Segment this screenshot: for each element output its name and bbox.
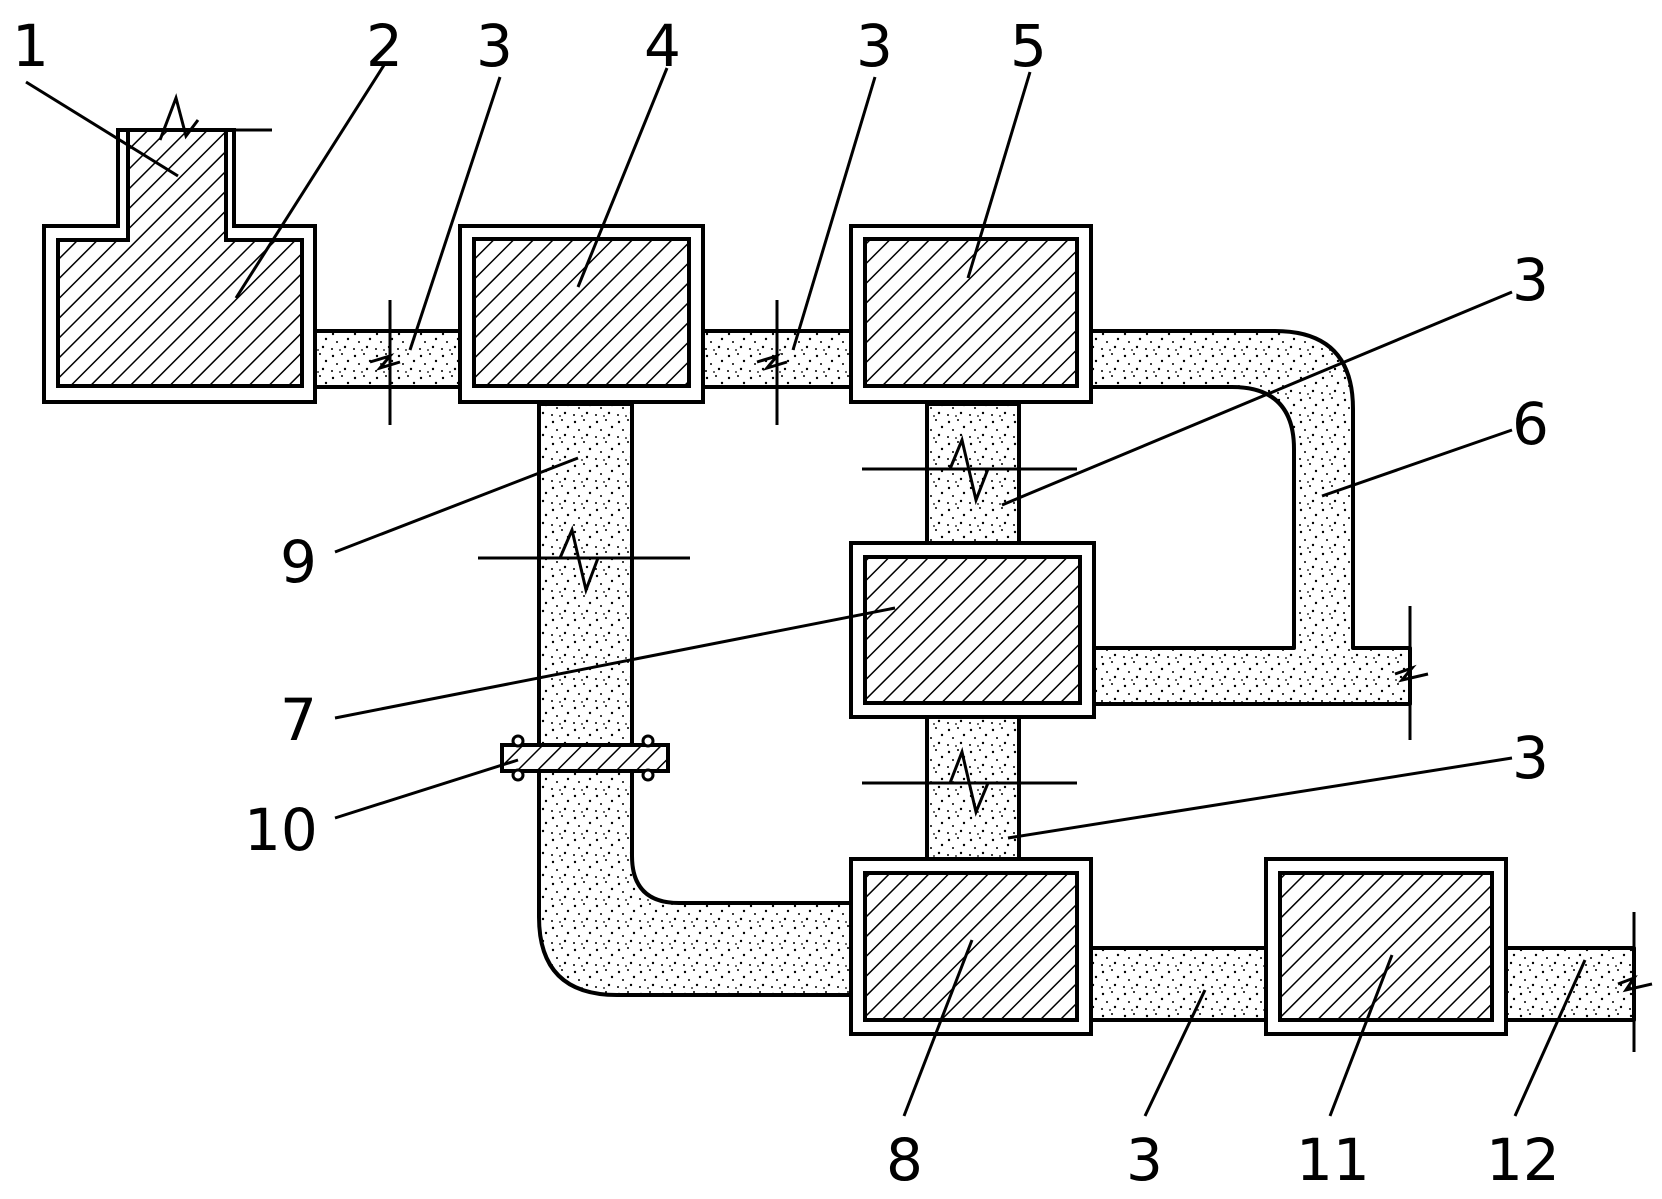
leader-12 bbox=[1513, 959, 1587, 1117]
feed-break-symbol bbox=[158, 93, 200, 141]
callout-3-a: 3 bbox=[476, 12, 513, 80]
callout-2: 2 bbox=[366, 12, 403, 80]
flange-bolt-1 bbox=[511, 734, 525, 748]
unit-11-core bbox=[1278, 871, 1494, 1022]
leader-3-b bbox=[791, 76, 877, 351]
flange-bolt-2 bbox=[641, 734, 655, 748]
leader-11 bbox=[1328, 954, 1394, 1117]
unit-7-core bbox=[863, 555, 1082, 705]
leader-6 bbox=[1321, 428, 1513, 498]
break-symbol-pipe-6-outlet bbox=[1394, 606, 1429, 740]
pipe-6 bbox=[1089, 329, 1412, 706]
callout-3-d: 3 bbox=[1512, 724, 1549, 792]
callout-7: 7 bbox=[280, 686, 317, 754]
flange-bolt-3 bbox=[511, 768, 525, 782]
leader-1 bbox=[25, 80, 179, 178]
unit-4-core bbox=[472, 237, 691, 388]
break-symbol-top-mid bbox=[756, 300, 788, 425]
break-symbol-pipe-12-outlet bbox=[1617, 912, 1653, 1052]
leader-3-a bbox=[408, 76, 502, 351]
pipe-8-to-11 bbox=[1086, 946, 1268, 1022]
callout-5: 5 bbox=[1010, 12, 1047, 80]
callout-12: 12 bbox=[1486, 1126, 1560, 1194]
leader-10 bbox=[334, 758, 519, 820]
callout-1: 1 bbox=[12, 12, 49, 80]
pipe-9 bbox=[537, 402, 853, 997]
callout-9: 9 bbox=[280, 528, 317, 596]
leader-8 bbox=[902, 939, 974, 1117]
callout-6: 6 bbox=[1512, 390, 1549, 458]
feed-pipe-1 bbox=[56, 128, 304, 388]
break-symbol-upper-vertical bbox=[862, 435, 1077, 506]
break-symbol-pipe-9 bbox=[478, 525, 690, 596]
break-symbol-lower-vertical bbox=[862, 746, 1077, 817]
leader-3-c bbox=[1001, 290, 1513, 507]
flange-10 bbox=[500, 743, 670, 773]
callout-3-e: 3 bbox=[1126, 1126, 1163, 1194]
callout-3-b: 3 bbox=[856, 12, 893, 80]
leader-2 bbox=[234, 61, 388, 299]
callout-8: 8 bbox=[886, 1126, 923, 1194]
pipe-5-to-7 bbox=[925, 402, 1021, 545]
callout-4: 4 bbox=[644, 12, 681, 80]
leader-4 bbox=[576, 67, 669, 288]
unit-5-core bbox=[863, 237, 1079, 388]
callout-10: 10 bbox=[244, 796, 318, 864]
leader-7 bbox=[334, 606, 896, 720]
callout-3-c: 3 bbox=[1512, 246, 1549, 314]
break-symbol-top-left bbox=[369, 300, 401, 425]
callout-11: 11 bbox=[1296, 1126, 1370, 1194]
pipe-7-to-8 bbox=[925, 715, 1021, 861]
leader-5 bbox=[966, 71, 1032, 279]
leader-3-d bbox=[1007, 756, 1513, 840]
leader-9 bbox=[334, 456, 579, 554]
leader-3-e bbox=[1143, 989, 1207, 1117]
pipe-12 bbox=[1504, 946, 1636, 1022]
flange-bolt-4 bbox=[641, 768, 655, 782]
